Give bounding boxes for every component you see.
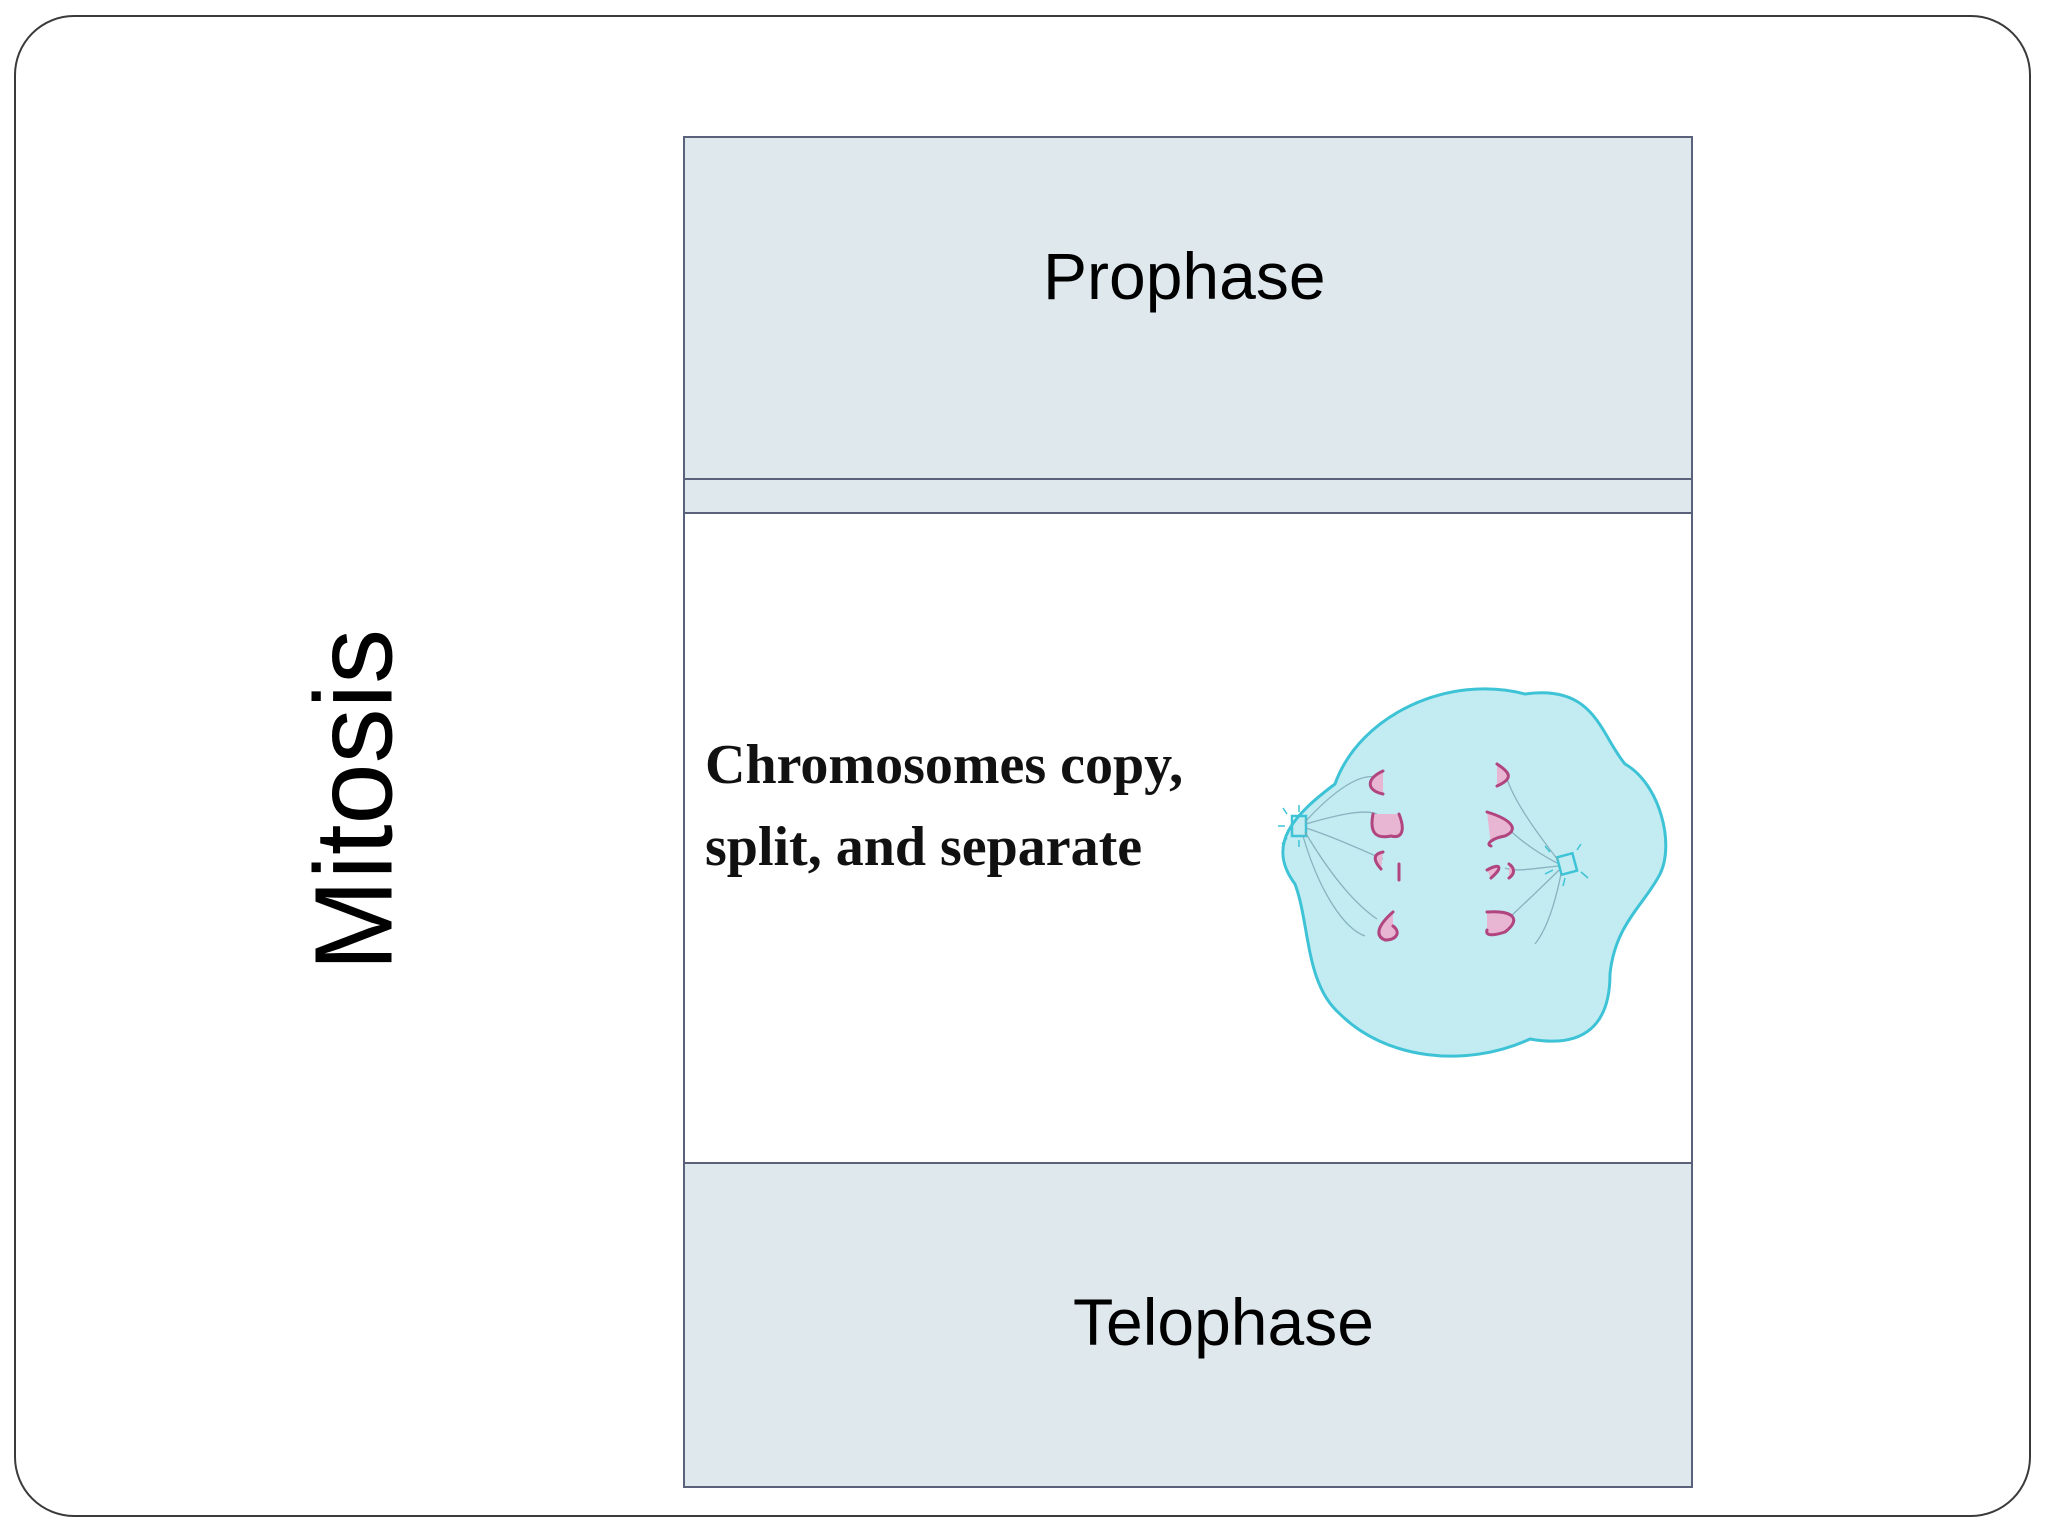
phase-divider-strip bbox=[683, 478, 1693, 514]
phase-box-prophase: Prophase bbox=[683, 136, 1693, 480]
phase-label-prophase: Prophase bbox=[1043, 239, 1326, 313]
anaphase-cell-icon bbox=[1278, 687, 1668, 1058]
phase-label-telophase: Telophase bbox=[1073, 1285, 1374, 1359]
cell-membrane bbox=[1281, 687, 1668, 1058]
phase-box-telophase: Telophase bbox=[683, 1162, 1693, 1488]
phase-box-middle: Chromosomes copy, split, and separate bbox=[683, 512, 1693, 1164]
centrosome-right-icon bbox=[1544, 843, 1589, 887]
chromosomes-left bbox=[1368, 769, 1404, 942]
phase-description: Chromosomes copy, split, and separate bbox=[705, 734, 1184, 878]
centrosome-left-icon bbox=[1278, 805, 1308, 847]
side-title: Mitosis bbox=[292, 628, 416, 972]
chromosomes-right bbox=[1485, 762, 1516, 937]
